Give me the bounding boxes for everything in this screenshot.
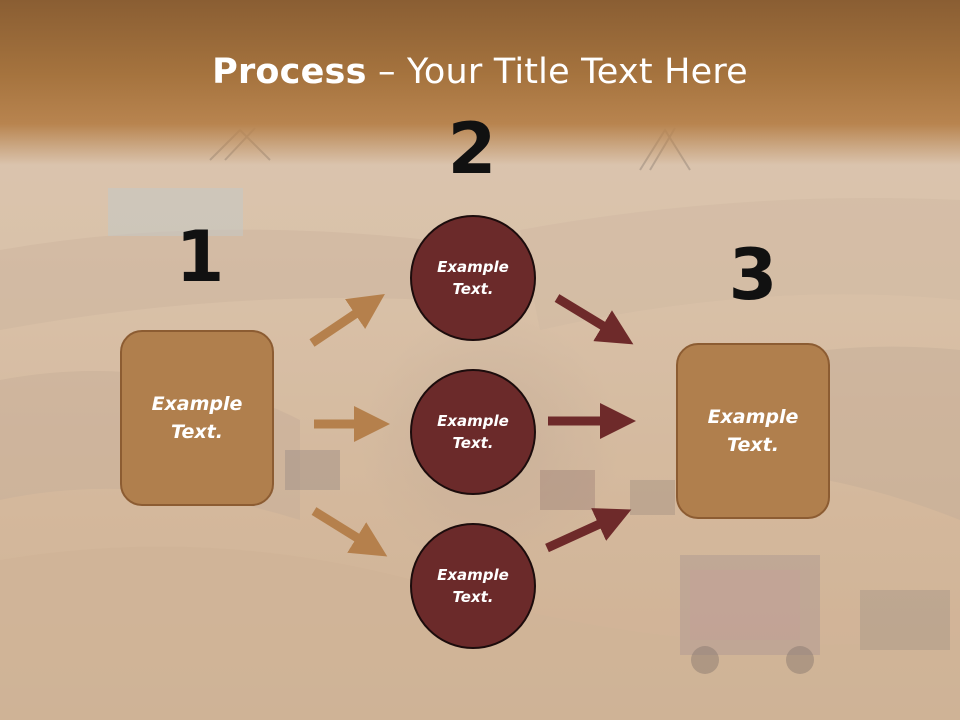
circle-bottom-label: Example Text.: [437, 565, 509, 607]
title-rest: – Your Title Text Here: [366, 52, 748, 92]
step-3-box: Example Text.: [676, 343, 830, 519]
arrow-circle-top-to-box3: [554, 294, 634, 345]
arrow-box1-to-circle-bottom: [311, 507, 388, 557]
circle-top: Example Text.: [410, 215, 536, 341]
circle-bottom: Example Text.: [410, 523, 536, 649]
step-number-3: 3: [728, 234, 778, 316]
step-3-label: Example Text.: [707, 405, 799, 457]
slide-title: Process – Your Title Text Here: [0, 52, 960, 92]
title-band: [0, 0, 960, 165]
title-bold: Process: [212, 52, 367, 92]
circle-middle: Example Text.: [410, 369, 536, 495]
step-number-1: 1: [175, 216, 225, 298]
arrow-box1-to-circle-top: [309, 293, 385, 347]
step-1-label: Example Text.: [151, 392, 243, 444]
step-number-2: 2: [447, 108, 497, 190]
circle-top-label: Example Text.: [437, 257, 509, 299]
step-1-box: Example Text.: [120, 330, 274, 506]
arrow-circle-bottom-to-box3: [545, 508, 632, 553]
circle-middle-label: Example Text.: [437, 411, 509, 453]
